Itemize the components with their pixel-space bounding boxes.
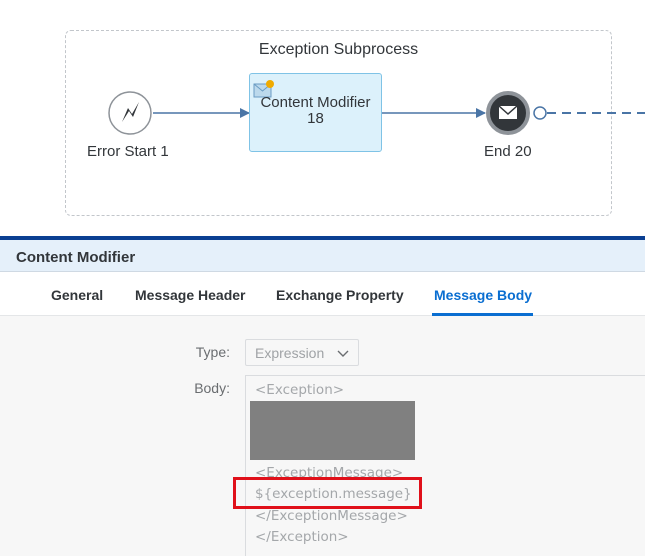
panel-resize-bar[interactable] — [0, 236, 645, 240]
body-line-exception-open: <Exception> — [255, 382, 345, 398]
tab-exchange-property[interactable]: Exchange Property — [276, 287, 404, 303]
tab-message-header[interactable]: Message Header — [135, 287, 246, 303]
body-line-exception-close: </Exception> — [255, 529, 349, 545]
type-label: Type: — [195, 344, 230, 360]
type-select[interactable]: Expression — [245, 339, 359, 366]
diagram-connectors — [108, 91, 645, 135]
panel-title: Content Modifier — [0, 240, 645, 272]
message-flow-origin — [533, 106, 547, 120]
tab-message-body[interactable]: Message Body — [434, 287, 533, 303]
end-message-event[interactable] — [486, 91, 530, 135]
error-start-label: Error Start 1 — [87, 143, 169, 160]
properties-panel: Content Modifier General Message Header … — [0, 236, 645, 556]
chevron-down-icon — [337, 350, 349, 357]
lightning-icon — [122, 102, 139, 122]
content-modifier-step[interactable]: Content Modifier 18 — [249, 73, 382, 152]
content-modifier-icon — [253, 80, 274, 98]
tab-general[interactable]: General — [51, 287, 104, 303]
tab-bar: General Message Header Exchange Property… — [0, 272, 645, 316]
body-editor[interactable]: <Exception> <ExceptionMessage> ${excepti… — [245, 375, 645, 556]
body-label: Body: — [194, 380, 230, 396]
body-line-expression: ${exception.message} — [255, 486, 412, 502]
content-modifier-text: Content Modifier 18 — [250, 95, 381, 127]
error-start-event[interactable] — [108, 91, 152, 135]
content-modifier-title: Content Modifier — [260, 94, 371, 111]
envelope-icon — [498, 105, 518, 119]
redacted-block — [250, 401, 415, 460]
active-tab-indicator — [432, 313, 533, 316]
highlight-annotation — [233, 477, 422, 509]
subprocess-title: Exception Subprocess — [258, 41, 419, 58]
type-select-value: Expression — [255, 345, 325, 361]
message-body-form: Type: Expression Body: <Exception> <Exce… — [0, 316, 645, 556]
end-event-label: End 20 — [484, 143, 532, 160]
content-modifier-number: 18 — [307, 110, 324, 127]
body-line-message-close: </ExceptionMessage> — [255, 508, 408, 524]
exception-subprocess[interactable]: Exception Subprocess — [65, 30, 612, 216]
integration-flow-canvas[interactable]: Exception Subprocess — [0, 0, 645, 236]
